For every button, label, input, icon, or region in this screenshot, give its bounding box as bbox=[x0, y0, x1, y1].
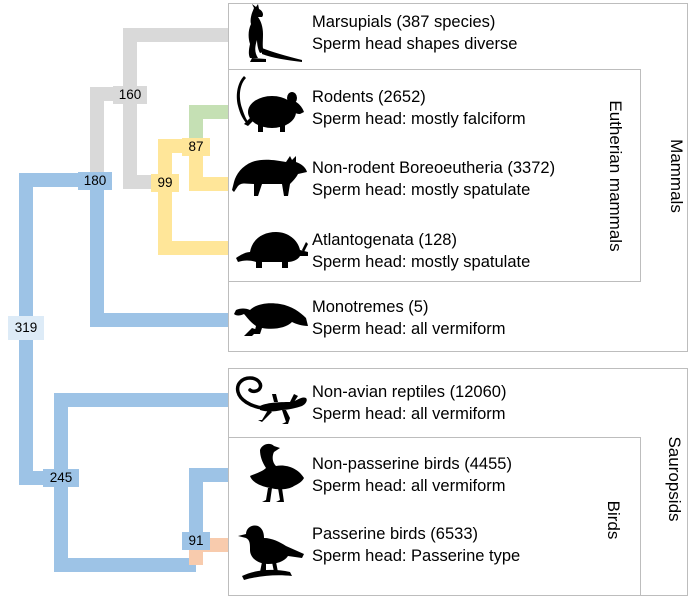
taxon-sperm: Sperm head: mostly spatulate bbox=[312, 253, 531, 271]
taxon-sperm: Sperm head shapes diverse bbox=[312, 35, 518, 53]
rat-icon bbox=[236, 76, 304, 132]
taxon-sperm: Sperm head: all vermiform bbox=[312, 320, 506, 338]
taxon-passerine-birds: Passerine birds (6533) Sperm head: Passe… bbox=[312, 523, 520, 567]
node-boreoeutheria-label: 87 bbox=[182, 138, 210, 156]
sauropsids-label: Sauropsids bbox=[665, 436, 684, 522]
branch-mammals-monotremes bbox=[90, 180, 228, 327]
taxon-atlantogenata: Atlantogenata (128) Sperm head: mostly s… bbox=[312, 229, 530, 273]
kangaroo-icon bbox=[248, 4, 302, 62]
armadillo-icon bbox=[236, 232, 308, 268]
lizard-icon bbox=[235, 376, 307, 424]
node-eutheria-label: 99 bbox=[151, 174, 179, 192]
taxon-marsupials: Marsupials (387 species) Sperm head shap… bbox=[312, 11, 517, 55]
mammals-label: Mammals bbox=[667, 139, 686, 213]
branch-boreo-rodents bbox=[189, 105, 228, 146]
platypus-icon bbox=[234, 303, 308, 336]
taxon-sperm: Sperm head: all vermiform bbox=[312, 477, 506, 495]
branch-eutheria-atlantogenata bbox=[158, 182, 228, 255]
branch-theria-marsupials bbox=[123, 28, 228, 94]
branch-sauropsids-birds bbox=[54, 478, 196, 572]
branch-root-mammals bbox=[19, 173, 97, 318]
eutherian-box bbox=[228, 69, 641, 282]
songbird-icon bbox=[238, 525, 304, 580]
taxon-sperm: Sperm head: mostly falciform bbox=[312, 110, 526, 128]
taxon-name: Non-avian reptiles (12060) bbox=[312, 383, 507, 401]
taxon-sperm: Sperm head: all vermiform bbox=[312, 405, 506, 423]
eutherian-label: Eutherian mammals bbox=[606, 100, 625, 252]
taxon-name: Passerine birds (6533) bbox=[312, 525, 478, 543]
taxon-monotremes: Monotremes (5) Sperm head: all vermiform bbox=[312, 296, 505, 340]
taxon-name: Marsupials (387 species) bbox=[312, 13, 496, 31]
taxon-sperm: Sperm head: Passerine type bbox=[312, 547, 521, 565]
branch-boreo-nonrodent bbox=[189, 146, 228, 191]
node-sauropsids-label: 245 bbox=[43, 469, 79, 487]
taxon-name: Rodents (2652) bbox=[312, 88, 426, 106]
canid-icon bbox=[232, 156, 307, 196]
node-root-label: 319 bbox=[8, 316, 44, 340]
node-theria-label: 160 bbox=[113, 86, 147, 104]
taxon-sperm: Sperm head: mostly spatulate bbox=[312, 181, 531, 199]
taxon-nonpasserine-birds: Non-passerine birds (4455) Sperm head: a… bbox=[312, 453, 512, 497]
taxon-nonrodent-boreoeutheria: Non-rodent Boreoeutheria (3372) Sperm he… bbox=[312, 157, 555, 201]
birds-label: Birds bbox=[604, 500, 623, 540]
branch-sauropsids-reptiles bbox=[54, 393, 228, 478]
goose-icon bbox=[250, 443, 304, 502]
taxon-rodents: Rodents (2652) Sperm head: mostly falcif… bbox=[312, 86, 526, 130]
taxon-name: Non-passerine birds (4455) bbox=[312, 455, 512, 473]
taxon-name: Monotremes (5) bbox=[312, 298, 429, 316]
node-birds-label: 91 bbox=[182, 532, 210, 550]
taxon-name: Non-rodent Boreoeutheria (3372) bbox=[312, 159, 556, 177]
taxon-nonavian-reptiles: Non-avian reptiles (12060) Sperm head: a… bbox=[312, 381, 506, 425]
birds-box bbox=[228, 437, 641, 596]
taxon-name: Atlantogenata (128) bbox=[312, 231, 457, 249]
node-mammals-label: 180 bbox=[78, 172, 112, 190]
